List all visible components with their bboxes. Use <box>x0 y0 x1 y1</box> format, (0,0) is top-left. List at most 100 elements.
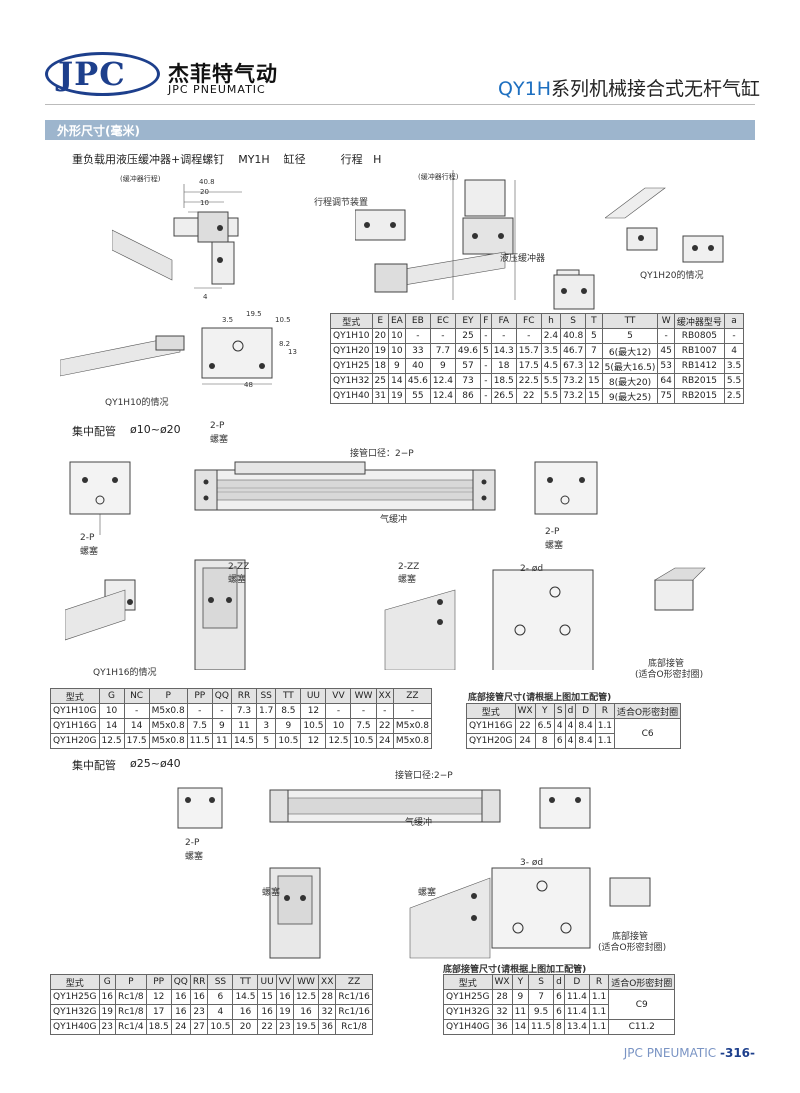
plug-label-left: 螺塞 <box>80 547 99 557</box>
table-cell: 7.5 <box>186 718 213 734</box>
table-cell: - <box>429 328 456 344</box>
table-cell: 9 <box>511 989 530 1005</box>
fa-fc-drawing <box>553 274 595 310</box>
table-cell: 8.4 <box>575 733 596 749</box>
cushion-label-large: 气缓冲 <box>405 818 433 828</box>
table-header-cell: UU <box>300 688 327 704</box>
table-cell: C11.2 <box>608 1019 676 1035</box>
table-cell: QY1H40 <box>330 388 373 404</box>
table-cell: 73 <box>454 373 481 389</box>
table-cell: 14 <box>123 718 150 734</box>
table-header-cell: 型式 <box>50 688 100 704</box>
table-cell: 14 <box>511 1019 530 1035</box>
dim-13: 13 <box>288 348 297 356</box>
table-header-cell: PP <box>186 688 213 704</box>
table-cell: 24 <box>514 733 536 749</box>
table-cell: 2.5 <box>723 388 745 404</box>
qy1h10-drawing <box>60 327 273 385</box>
table-header-cell: 型式 <box>443 974 493 990</box>
table-header-cell: WW <box>292 974 320 990</box>
table-cell: 15.7 <box>515 343 542 359</box>
zz-label-2: 2-ZZ <box>398 562 420 572</box>
table-cell: 10 <box>98 703 125 719</box>
logo: JPC <box>58 55 126 93</box>
pd-label: 2- ød <box>520 564 544 574</box>
table-cell: RB1412 <box>673 358 725 374</box>
table-cell: 8 <box>534 733 555 749</box>
table-header-cell: PP <box>145 974 172 990</box>
table-cell: 10 <box>387 343 406 359</box>
table-cell: 9 <box>275 718 302 734</box>
table-cell: 16 <box>170 989 191 1005</box>
table-cell: 10.5 <box>207 1019 234 1035</box>
centralized-piping-drawing-small <box>65 461 706 670</box>
table-header-cell: TT <box>232 974 259 990</box>
table-cell: 33 <box>404 343 431 359</box>
port-2p-left: 2-P <box>80 533 95 543</box>
table-cell: 11.5 <box>186 733 213 749</box>
table-header-cell: T <box>585 313 603 329</box>
table-cell: 3 <box>256 718 277 734</box>
cushion-label: 气缓冲 <box>380 515 408 525</box>
port-2p-right: 2-P <box>545 527 560 537</box>
table-cell: 6 <box>207 989 234 1005</box>
table-cell: 22 <box>375 718 394 734</box>
table-cell: 49.6 <box>454 343 481 359</box>
table-cell: 4 <box>723 343 745 359</box>
table-cell: 10.5 <box>300 718 327 734</box>
table-cell: 7.3 <box>230 703 258 719</box>
table-header-cell: SS <box>207 974 234 990</box>
table-header-cell: EC <box>429 313 456 329</box>
table-cell: 16 <box>292 1004 320 1020</box>
table-cell: 73.2 <box>560 373 587 389</box>
table-cell: Rc1/16 <box>335 1004 373 1020</box>
table-cell: 1.1 <box>588 1019 610 1035</box>
section-bar: 外形尺寸(毫米) <box>45 120 755 140</box>
table-cell: 14.5 <box>232 989 259 1005</box>
table-header-cell: ZZ <box>392 688 433 704</box>
table-cell: QY1H16G <box>466 718 516 734</box>
footer-brand: JPC PNEUMATIC <box>623 1046 717 1060</box>
table-cell: 22.5 <box>515 373 542 389</box>
table-cell: 8 <box>553 1019 565 1035</box>
table-cell: 86 <box>454 388 481 404</box>
table-cell: 57 <box>454 358 481 374</box>
table-cell: 23 <box>275 1019 295 1035</box>
table-cell: 4 <box>207 1004 234 1020</box>
table-cell: - <box>404 328 431 344</box>
table-header-cell: d <box>564 703 577 719</box>
table-header-cell: 缓冲器型号 <box>673 313 725 329</box>
logo-frame <box>45 52 160 96</box>
table-cell: QY1H32 <box>330 373 373 389</box>
plug-label-right: 螺塞 <box>545 541 564 551</box>
table-header-cell: QQ <box>170 974 191 990</box>
table-cell: 10 <box>387 328 406 344</box>
table-cell: RB1007 <box>673 343 725 359</box>
table-header-cell: WX <box>491 974 513 990</box>
table-cell: - <box>479 328 492 344</box>
table-cell: 6(最大12) <box>601 343 659 359</box>
table-cell: 11 <box>230 718 258 734</box>
table-cell: 24 <box>170 1019 191 1035</box>
bottom-dims-title-large: 底部接管尺寸(请根据上图加工配管) <box>443 965 587 975</box>
table-header-cell: W <box>657 313 675 329</box>
table-header-cell: R <box>588 974 610 990</box>
table-cell: 40 <box>404 358 431 374</box>
table-cell: 12 <box>585 358 603 374</box>
table-cell: QY1H40G <box>50 1019 100 1035</box>
table-cell: 18 <box>490 358 517 374</box>
table-cell: 9.5 <box>528 1004 555 1020</box>
table-cell: M5x0.8 <box>148 703 188 719</box>
table-cell: 12.5 <box>292 989 320 1005</box>
table-header-cell: D <box>563 974 590 990</box>
table-header-cell: G <box>98 974 116 990</box>
table-header-cell: QQ <box>211 688 232 704</box>
table-header-cell: F <box>479 313 492 329</box>
table-cell: - <box>123 703 150 719</box>
table-cell: 23 <box>98 1019 116 1035</box>
table-cell: QY1H16G <box>50 718 100 734</box>
table-header-cell: SS <box>256 688 277 704</box>
